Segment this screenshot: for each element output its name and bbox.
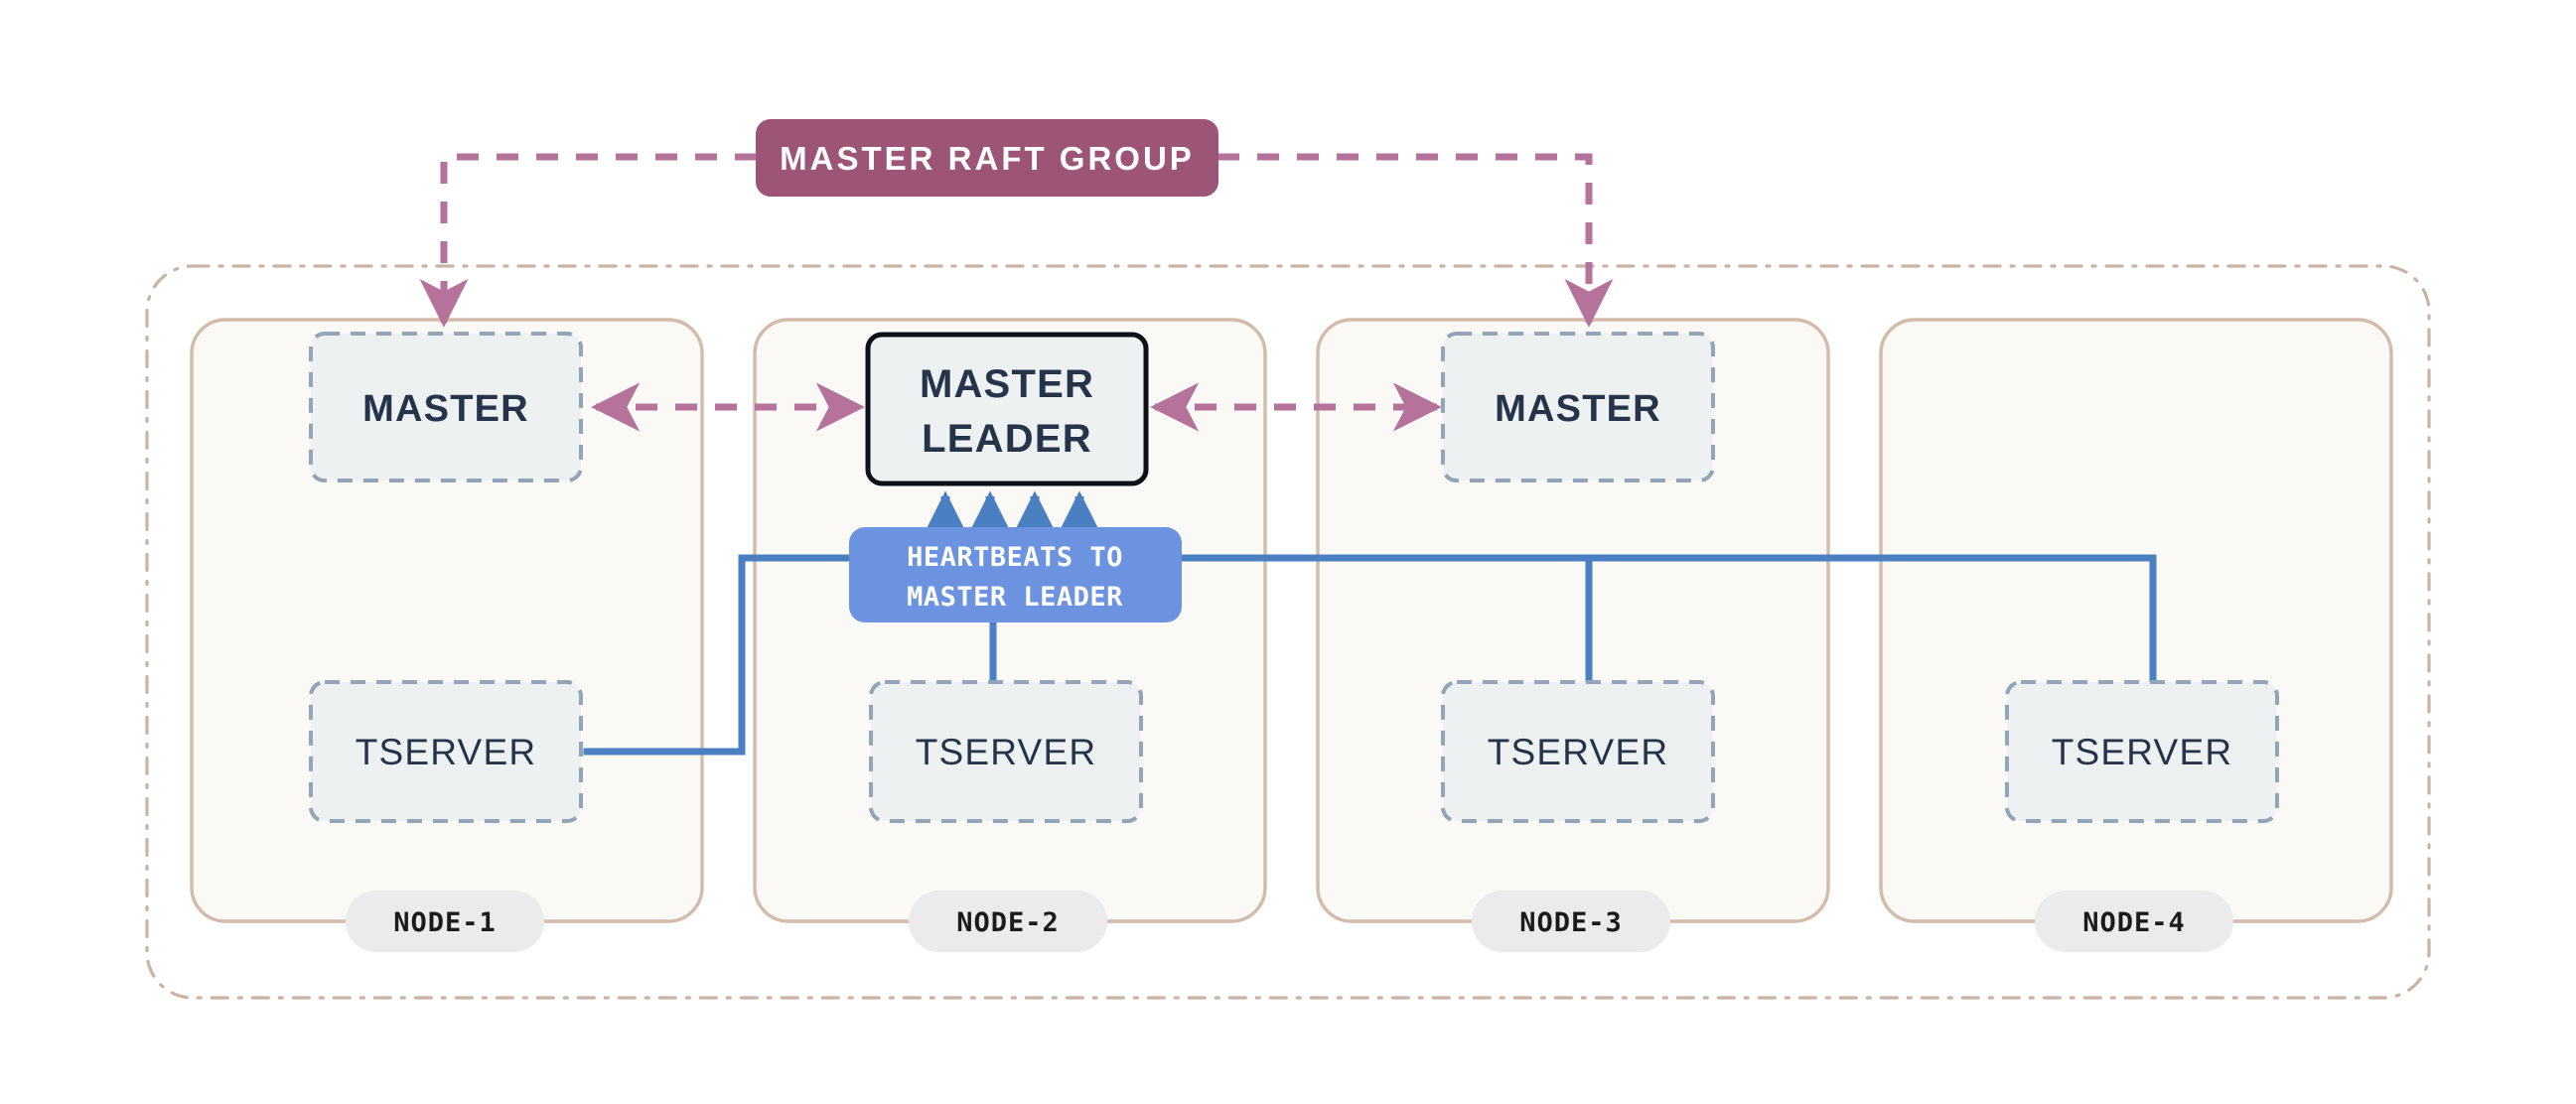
node-1-badge-pill (346, 891, 544, 952)
node-badge-node-1[interactable]: NODE-1 (346, 891, 544, 952)
node-4-badge-pill (2035, 891, 2233, 952)
node-3-master-label: MASTER (1495, 388, 1661, 430)
raft-group-pill (756, 119, 1218, 197)
node-4-tserver-frame (2005, 680, 2279, 823)
node-2-badge-label: NODE-2 (956, 907, 1060, 938)
heartbeats-label-line1: HEARTBEATS TO (907, 542, 1123, 573)
node-1-master-frame (309, 332, 583, 483)
node-1-master-label: MASTER (362, 388, 529, 430)
node-1-badge-label: NODE-1 (393, 907, 497, 938)
raft-group-label: MASTER RAFT GROUP (780, 140, 1195, 177)
raft-group-membership-links (419, 153, 1614, 328)
node-4-badge-label: NODE-4 (2082, 907, 2186, 938)
node-3-tserver-label: TSERVER (1488, 732, 1669, 772)
heartbeat-line-node-4 (1585, 554, 2157, 686)
node-2-master-leader-label-line1: MASTER (920, 362, 1094, 406)
node-2-master-leader-frame (865, 332, 1149, 486)
heartbeat-line-node-1 (583, 554, 860, 756)
raft-link-to-node-1-master (419, 153, 757, 328)
service-box-node-3-tserver[interactable]: TSERVER (1441, 680, 1715, 823)
service-box-node-2-master-leader[interactable]: MASTER LEADER (865, 332, 1149, 486)
node-badge-node-3[interactable]: NODE-3 (1472, 891, 1670, 952)
node-3-tserver-frame (1441, 680, 1715, 823)
service-box-node-2-tserver[interactable]: TSERVER (869, 680, 1143, 823)
node-3-master-frame (1441, 332, 1715, 483)
heartbeat-connectors (583, 554, 2157, 756)
node-2-tserver-label: TSERVER (916, 732, 1097, 772)
node-3-badge-pill (1472, 891, 1670, 952)
master-raft-group-box[interactable]: MASTER RAFT GROUP (756, 119, 1218, 197)
node-1-tserver-label: TSERVER (356, 732, 537, 772)
raft-link-to-node-3-master (1217, 153, 1614, 328)
node-badge-node-2[interactable]: NODE-2 (909, 891, 1107, 952)
node-1-tserver-frame (309, 680, 583, 823)
service-box-node-4-tserver[interactable]: TSERVER (2005, 680, 2279, 823)
node-badge-node-4[interactable]: NODE-4 (2035, 891, 2233, 952)
service-box-node-1-tserver[interactable]: TSERVER (309, 680, 583, 823)
node-4-frame (1879, 318, 2393, 923)
service-box-node-3-master[interactable]: MASTER (1441, 332, 1715, 483)
node-3-badge-label: NODE-3 (1519, 907, 1623, 938)
heartbeats-label-line2: MASTER LEADER (907, 582, 1123, 613)
node-2-tserver-frame (869, 680, 1143, 823)
heartbeats-pill (849, 527, 1182, 622)
heartbeats-label-box[interactable]: HEARTBEATS TO MASTER LEADER (849, 527, 1182, 622)
node-container-node-4[interactable] (1879, 318, 2393, 923)
node-4-tserver-label: TSERVER (2052, 732, 2233, 772)
node-2-master-leader-label-line2: LEADER (922, 417, 1092, 461)
service-box-node-1-master[interactable]: MASTER (309, 332, 583, 483)
node-2-badge-pill (909, 891, 1107, 952)
